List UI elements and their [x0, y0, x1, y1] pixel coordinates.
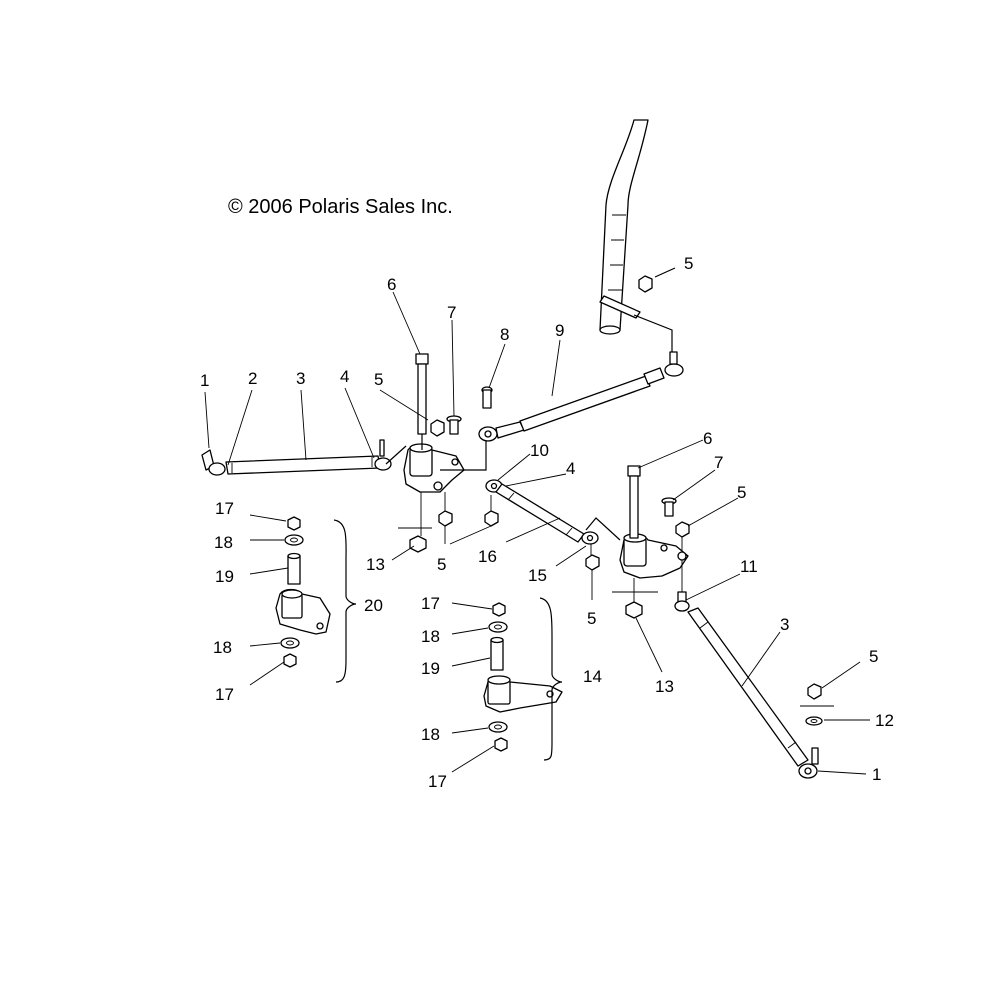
callout-8: 8: [500, 325, 509, 344]
nuts-13-5-left: [398, 492, 499, 553]
callout-6-left: 6: [387, 275, 396, 294]
callout-2: 2: [248, 369, 257, 388]
callout-6-right: 6: [703, 429, 712, 448]
callout-1-left: 1: [200, 371, 209, 390]
bolt-6-left: [415, 353, 429, 450]
callout-18-b: 18: [213, 638, 232, 657]
callout-20: 20: [364, 596, 383, 615]
bolt-7-left: [446, 415, 462, 435]
callout-19-a: 19: [215, 567, 234, 586]
callout-16: 16: [478, 547, 497, 566]
tie-rod-right: [674, 591, 819, 779]
callout-17-a: 17: [215, 499, 234, 518]
callout-5-bottom-center: 5: [587, 609, 596, 628]
callout-5-top: 5: [684, 254, 693, 273]
callout-18-c: 18: [421, 627, 440, 646]
copyright-text: © 2006 Polaris Sales Inc.: [228, 196, 453, 218]
callout-11: 11: [740, 557, 758, 576]
nut-5-top: [638, 267, 676, 293]
bushing-kit-20: [275, 516, 357, 683]
callout-9: 9: [555, 321, 564, 340]
callout-7-left: 7: [447, 303, 456, 322]
callout-5-bottom-left: 5: [437, 555, 446, 574]
callout-14: 14: [583, 667, 602, 686]
callout-15: 15: [528, 566, 547, 585]
callout-5-far-right: 5: [869, 647, 878, 666]
callout-labels: 1 2 3 4 5 6 7 8 9 5 10 4 6 7 5 11 3 5 12…: [200, 254, 894, 791]
callout-12: 12: [875, 711, 894, 730]
bellcrank-left: [403, 440, 487, 493]
callout-17-c: 17: [421, 594, 440, 613]
bellcrank-right: [619, 533, 689, 579]
nut-5-right: [675, 521, 690, 552]
callout-1-right: 1: [872, 765, 881, 784]
callout-13-left: 13: [366, 555, 385, 574]
callout-3-right: 3: [780, 615, 789, 634]
center-link: [485, 479, 621, 571]
callout-18-a: 18: [214, 533, 233, 552]
callout-10: 10: [530, 441, 549, 460]
bushing-kit-14: [483, 597, 563, 761]
callout-19-b: 19: [421, 659, 440, 678]
nut-5-left: [430, 419, 445, 437]
tie-rod-left: [201, 439, 407, 476]
callout-5-right: 5: [737, 483, 746, 502]
bolt-8: [481, 386, 493, 409]
callout-4-left: 4: [340, 367, 349, 386]
callout-13-right: 13: [655, 677, 674, 696]
bolt-6-right: [627, 465, 641, 539]
drag-link-9: [478, 351, 684, 442]
nut-5-washer-12: [800, 683, 834, 726]
callout-7-right: 7: [714, 453, 723, 472]
steering-column: [599, 119, 673, 360]
callout-4-center: 4: [566, 459, 575, 478]
bolt-7-right: [661, 497, 677, 517]
leader-lines: [204, 291, 870, 775]
callout-5-left: 5: [374, 370, 383, 389]
nut-13-right: [612, 560, 683, 619]
callout-17-b: 17: [215, 685, 234, 704]
callout-18-d: 18: [421, 725, 440, 744]
callout-3-left: 3: [296, 369, 305, 388]
callout-17-d: 17: [428, 772, 447, 791]
